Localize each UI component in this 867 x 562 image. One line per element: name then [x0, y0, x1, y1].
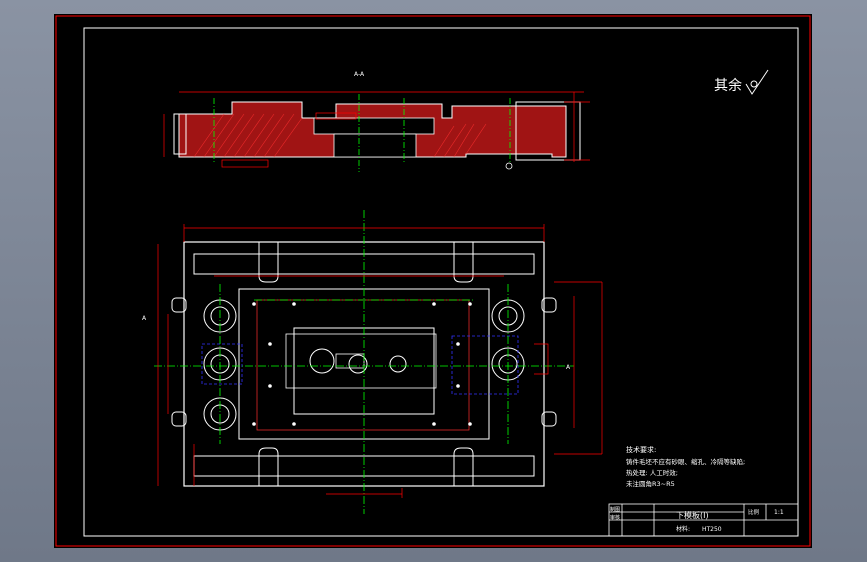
- surface-note: 其余: [714, 77, 742, 94]
- tech-title: 技术要求:: [626, 445, 656, 454]
- section-view: A-A: [163, 71, 590, 172]
- tech-line-2: 热处理: 人工时效;: [626, 468, 678, 477]
- roughness-symbol-icon: [745, 69, 769, 95]
- tech-line-3: 未注圆角R3~R5: [626, 479, 675, 488]
- scale-label: 比例: [748, 508, 760, 516]
- drawing-sheet: 其余 A-A: [55, 15, 811, 547]
- row-label-1: 制图: [610, 506, 620, 513]
- title-block: [608, 503, 799, 537]
- section-mark-right: A: [566, 364, 571, 371]
- material-value: HT250: [702, 526, 722, 533]
- section-label: A-A: [354, 71, 365, 78]
- scale-value: 1:1: [774, 509, 784, 516]
- section-mark-left: A: [142, 315, 147, 322]
- part-name: 下模板(I): [676, 510, 709, 520]
- material-label: 材料:: [676, 525, 690, 533]
- tech-requirements: 技术要求: 铸件毛坯不应有砂眼、缩孔、冷隔等缺陷; 热处理: 人工时效; 未注圆…: [626, 445, 745, 488]
- tech-line-1: 铸件毛坯不应有砂眼、缩孔、冷隔等缺陷;: [626, 457, 745, 466]
- row-label-2: 审核: [610, 514, 620, 521]
- drawing-frame: [83, 27, 799, 537]
- sheet-border: [55, 15, 811, 547]
- cad-viewport[interactable]: 其余 A-A: [54, 14, 812, 548]
- plan-view: A A: [142, 210, 603, 514]
- datum-marker: [505, 162, 513, 170]
